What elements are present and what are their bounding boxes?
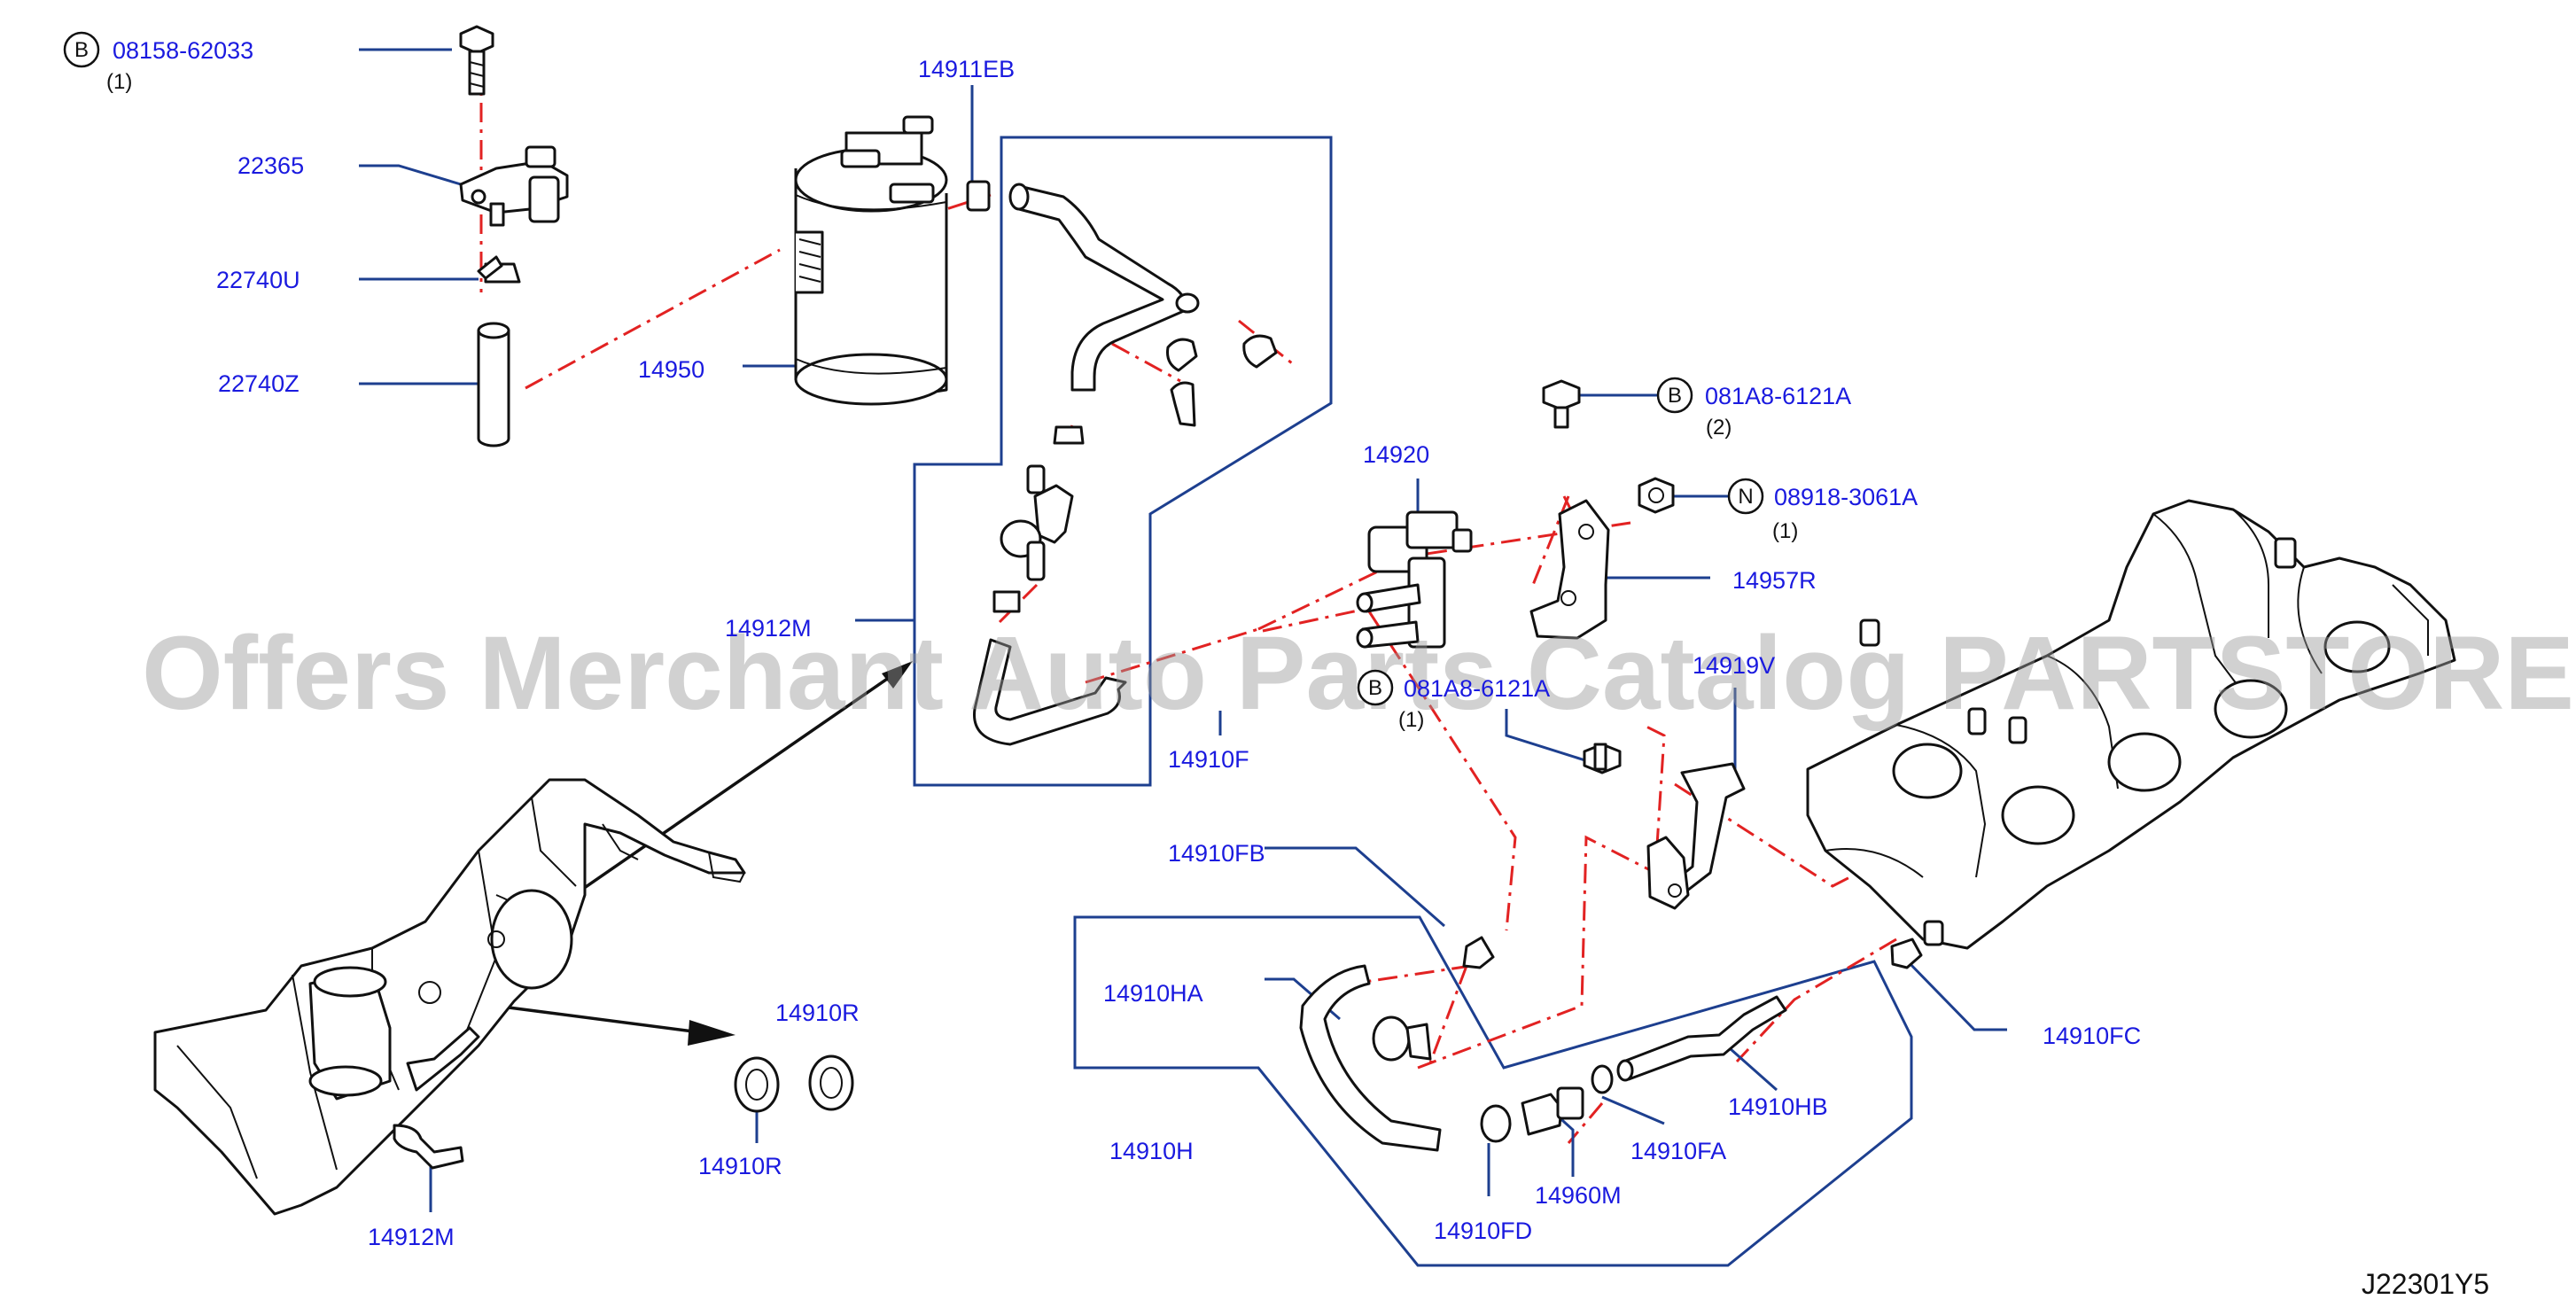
label-sensor: 22365 <box>237 152 304 179</box>
svg-text:B: B <box>74 38 89 62</box>
canister-14950 <box>794 115 948 406</box>
badge-bolt-b: B <box>1656 377 1693 414</box>
clip-22740u <box>477 255 521 284</box>
bolt-081a8-top <box>1542 379 1581 429</box>
hose-group-frame-bottom <box>1073 915 1913 1267</box>
nut-08918 <box>1638 477 1675 514</box>
tube-22740z <box>477 322 510 447</box>
label-hose-m-bottom: 14912M <box>368 1224 455 1250</box>
label-seal-r-top: 14910R <box>775 1000 860 1026</box>
qty-bolt-c: (1) <box>1398 708 1424 732</box>
svg-text:B: B <box>1668 384 1682 408</box>
label-bolt-c: 081A8-6121A <box>1404 675 1550 702</box>
label-bolt-a: 08158-62033 <box>113 37 253 64</box>
hose-14912m-assembly <box>973 183 1278 746</box>
clamp-14910fd <box>1480 1104 1512 1143</box>
seal-14910r-left <box>734 1056 780 1113</box>
label-valve-m: 14960M <box>1535 1182 1622 1209</box>
label-hose-fd: 14910FD <box>1434 1218 1532 1244</box>
vehicle-frame <box>153 778 746 1216</box>
label-hose-fc: 14910FC <box>2043 1023 2141 1049</box>
badge-bolt-c: B <box>1357 669 1394 706</box>
hose-14910ha <box>1299 964 1442 1152</box>
clamp-14910fc <box>1890 938 1923 969</box>
label-canister: 14950 <box>638 356 704 383</box>
clamp-14910fb <box>1462 936 1495 969</box>
badge-bolt-a: B <box>63 31 100 68</box>
assembly-lines <box>479 66 1987 1144</box>
label-hose-m-top: 14912M <box>725 615 812 642</box>
grommet-14910h <box>1372 1015 1432 1062</box>
hose-group-frame-top <box>913 136 1333 787</box>
label-seal-r-bottom: 14910R <box>698 1153 782 1179</box>
qty-bolt-b: (2) <box>1706 416 1732 440</box>
label-valve: 14920 <box>1363 441 1429 468</box>
label-connector-eb: 14911EB <box>918 56 1015 82</box>
label-tube-z: 22740Z <box>218 370 300 397</box>
bracket-14957r <box>1529 499 1610 640</box>
label-hose-fb: 14910FB <box>1168 840 1265 867</box>
watermark: Offers Merchant Auto Parts Catalog PARTS… <box>142 615 2576 732</box>
bolt-081a8-mid <box>1583 743 1622 774</box>
seal-14910r-right <box>808 1054 854 1111</box>
sensor-22365 <box>459 145 569 227</box>
label-bracket-r: 14957R <box>1732 567 1817 594</box>
label-bracket-v: 14919V <box>1693 652 1775 679</box>
diagram-code: J22301Y5 <box>2362 1268 2489 1300</box>
label-hose-f: 14910F <box>1168 746 1249 773</box>
bracket-14919v <box>1646 762 1746 910</box>
valve-14920 <box>1356 510 1473 649</box>
valve-14960m <box>1521 1086 1584 1136</box>
label-bolt-b: 081A8-6121A <box>1705 383 1851 409</box>
label-hose-fa: 14910FA <box>1630 1138 1726 1164</box>
connector-14911eb <box>966 180 991 212</box>
hose-14910hb <box>1616 995 1787 1082</box>
svg-text:N: N <box>1738 485 1753 509</box>
badge-nut: N <box>1727 478 1764 515</box>
clamp-14910fa <box>1591 1064 1614 1094</box>
label-clip-u: 22740U <box>216 267 300 293</box>
qty-bolt-a: (1) <box>106 70 132 94</box>
label-hose-h: 14910H <box>1109 1138 1194 1164</box>
label-hose-hb: 14910HB <box>1728 1093 1828 1120</box>
svg-text:B: B <box>1368 676 1382 700</box>
bolt-08158 <box>459 25 494 96</box>
label-nut: 08918-3061A <box>1774 484 1918 510</box>
label-hose-ha: 14910HA <box>1103 980 1203 1007</box>
intake-manifold <box>1806 499 2456 950</box>
qty-nut: (1) <box>1772 519 1798 543</box>
